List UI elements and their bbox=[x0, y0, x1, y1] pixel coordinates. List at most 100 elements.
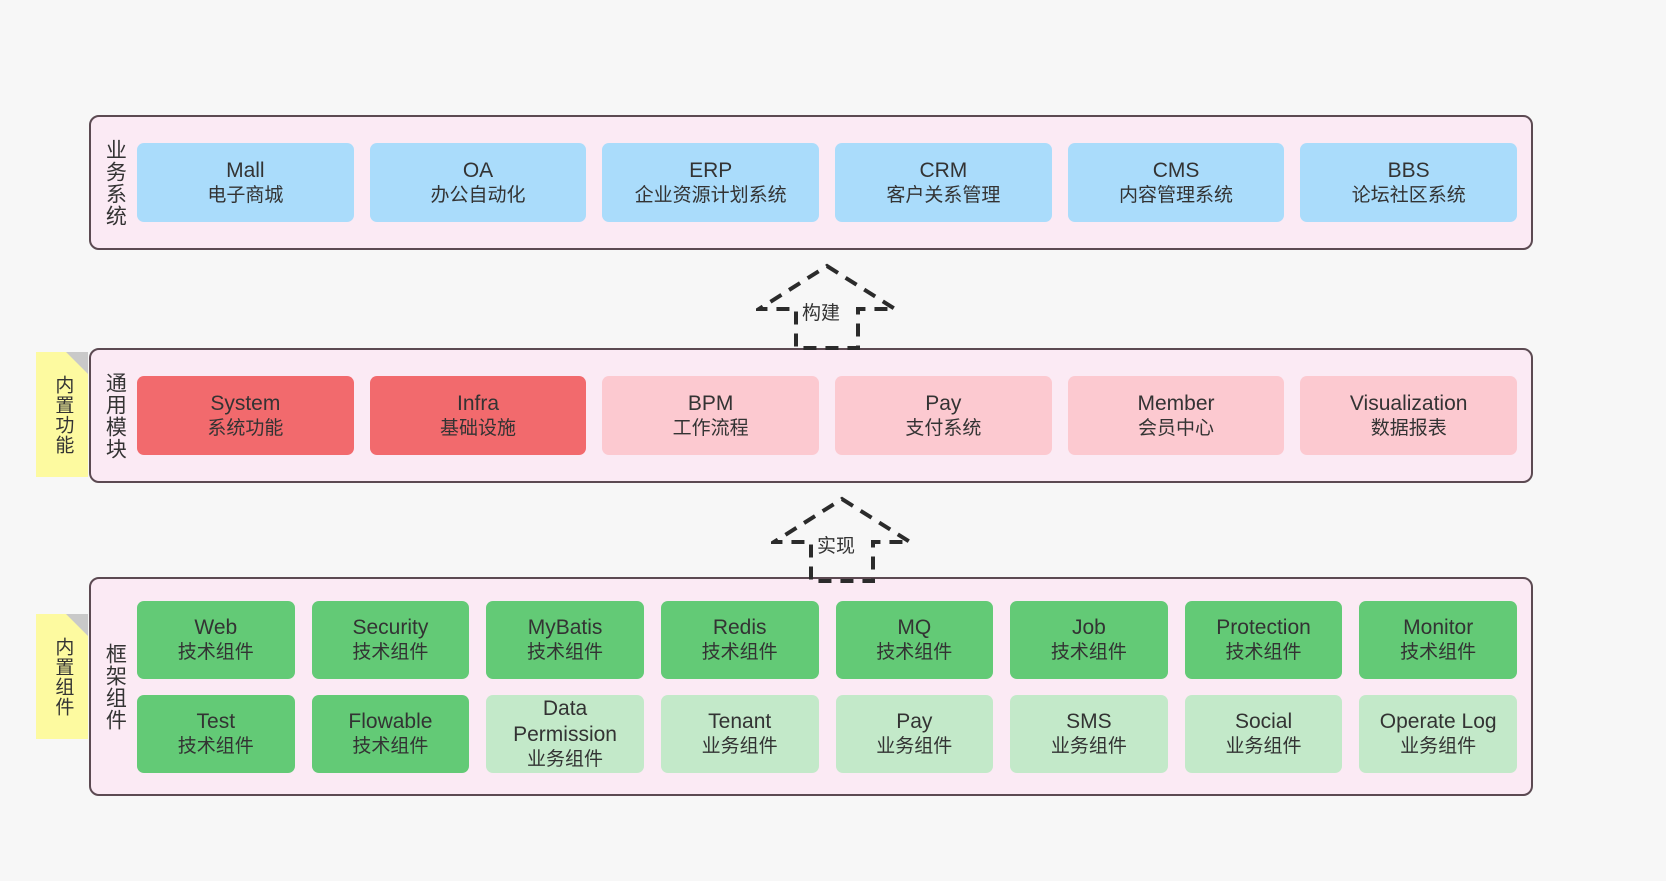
component-card-subtitle: 业务组件 bbox=[701, 735, 778, 757]
component-card-title: Job bbox=[1072, 615, 1106, 639]
business-systems-label: 业务系统 bbox=[103, 138, 127, 227]
component-card-title: Infra bbox=[456, 391, 500, 415]
component-card-subtitle: 办公自动化 bbox=[430, 184, 526, 206]
component-card-subtitle: 业务组件 bbox=[1225, 735, 1302, 757]
component-card-subtitle: 业务组件 bbox=[527, 748, 604, 770]
component-card-subtitle: 技术组件 bbox=[701, 641, 778, 663]
component-card-title: Security bbox=[352, 615, 429, 639]
component-card-title: Monitor bbox=[1403, 615, 1474, 639]
component-card-title: CMS bbox=[1152, 158, 1200, 182]
component-card-subtitle: 电子商城 bbox=[207, 184, 284, 206]
component-card-subtitle: 会员中心 bbox=[1138, 417, 1215, 439]
component-card-subtitle: 企业资源计划系统 bbox=[634, 184, 787, 206]
component-card-subtitle: 技术组件 bbox=[527, 641, 604, 663]
component-card-subtitle: 客户关系管理 bbox=[886, 184, 1001, 206]
component-card-title: Mall bbox=[226, 158, 265, 182]
note-fold-corner-icon bbox=[66, 352, 88, 374]
implement-arrow-label: 实现 bbox=[815, 531, 858, 558]
component-card-title: SMS bbox=[1066, 709, 1112, 733]
component-card-title: Tenant bbox=[708, 709, 772, 733]
component-card-title: MyBatis bbox=[527, 615, 603, 639]
component-card-title: Protection bbox=[1216, 615, 1311, 639]
build-arrow-shape bbox=[752, 263, 902, 350]
component-card-subtitle: 技术组件 bbox=[876, 641, 953, 663]
component-card-title: BPM bbox=[687, 391, 734, 415]
component-card-subtitle: 技术组件 bbox=[1050, 641, 1127, 663]
component-card-title: Pay bbox=[925, 391, 962, 415]
component-card-subtitle: 系统功能 bbox=[207, 417, 284, 439]
component-card-subtitle: 内容管理系统 bbox=[1119, 184, 1234, 206]
implement-arrow: 实现 bbox=[767, 495, 917, 583]
component-card-title: Pay bbox=[896, 709, 933, 733]
component-card-subtitle: 技术组件 bbox=[352, 641, 429, 663]
component-card-title: Redis bbox=[712, 615, 767, 639]
component-card-subtitle: 业务组件 bbox=[1050, 735, 1127, 757]
component-card-subtitle: 技术组件 bbox=[352, 735, 429, 757]
build-arrow-label: 构建 bbox=[800, 298, 843, 325]
component-card-title: Visualization bbox=[1349, 391, 1468, 415]
builtin-components-note: 内置组件 bbox=[36, 614, 88, 739]
component-card-title: OA bbox=[462, 158, 494, 182]
component-card-title: System bbox=[210, 391, 281, 415]
component-card-subtitle: 技术组件 bbox=[1400, 641, 1477, 663]
component-card-subtitle: 支付系统 bbox=[905, 417, 982, 439]
component-card-subtitle: 业务组件 bbox=[1400, 735, 1477, 757]
component-card-title: ERP bbox=[689, 158, 733, 182]
component-card-title: Data Permission bbox=[513, 696, 617, 746]
component-card-subtitle: 数据报表 bbox=[1370, 417, 1447, 439]
builtin-features-note: 内置功能 bbox=[36, 352, 88, 477]
component-card-subtitle: 业务组件 bbox=[876, 735, 953, 757]
build-arrow: 构建 bbox=[752, 262, 902, 350]
component-card-title: Web bbox=[194, 615, 238, 639]
component-card-title: BBS bbox=[1387, 158, 1430, 182]
component-card-subtitle: 技术组件 bbox=[1225, 641, 1302, 663]
component-card-title: Member bbox=[1137, 391, 1215, 415]
component-card-title: Test bbox=[196, 709, 236, 733]
builtin-components-note-text: 内置组件 bbox=[52, 636, 74, 717]
framework-components-label: 框架组件 bbox=[103, 642, 127, 731]
component-card-title: Flowable bbox=[348, 709, 433, 733]
common-modules-label: 通用模块 bbox=[103, 371, 127, 460]
component-card-title: Operate Log bbox=[1379, 709, 1497, 733]
component-card-title: Social bbox=[1234, 709, 1293, 733]
component-card-subtitle: 工作流程 bbox=[672, 417, 749, 439]
component-card-subtitle: 技术组件 bbox=[177, 641, 254, 663]
component-card-title: MQ bbox=[897, 615, 932, 639]
